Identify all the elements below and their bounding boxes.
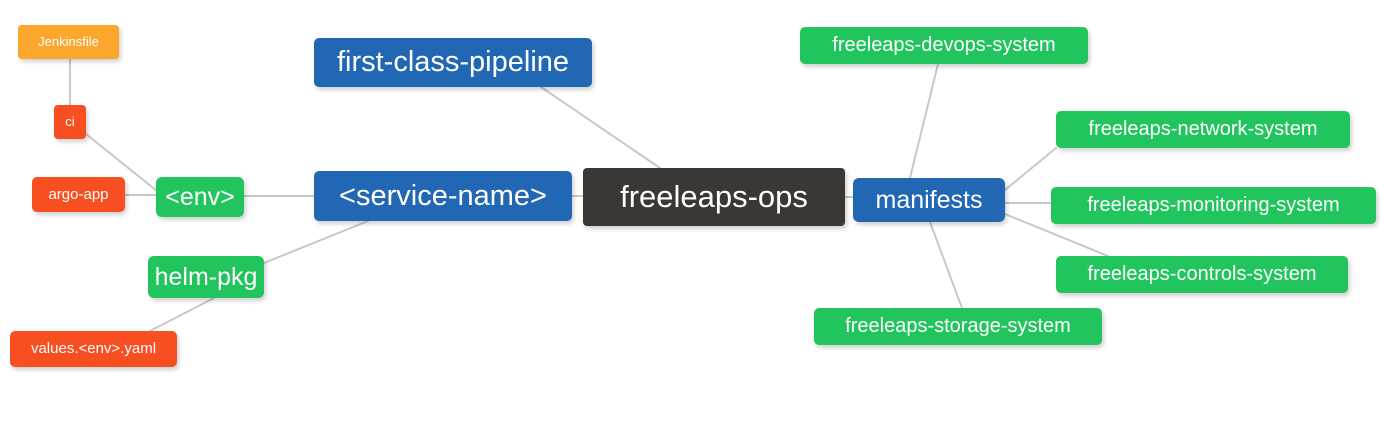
edge-first-class-pipeline-to-freeleaps-ops bbox=[540, 86, 661, 169]
node-label: freeleaps-network-system bbox=[1088, 118, 1318, 140]
edge-values-yaml-to-helm-pkg bbox=[149, 297, 215, 332]
node-freeleaps-ops[interactable]: freeleaps-ops bbox=[583, 168, 845, 226]
node-service-name[interactable]: <service-name> bbox=[314, 171, 572, 221]
edge-manifests-to-freeleaps-storage-system bbox=[929, 221, 963, 309]
node-values-yaml[interactable]: values.<env>.yaml bbox=[10, 331, 177, 367]
node-label: freeleaps-devops-system bbox=[832, 34, 1056, 56]
node-freeleaps-storage-system[interactable]: freeleaps-storage-system bbox=[814, 308, 1102, 345]
node-label: freeleaps-monitoring-system bbox=[1087, 194, 1340, 216]
node-label: first-class-pipeline bbox=[336, 46, 570, 79]
node-argo-app[interactable]: argo-app bbox=[32, 177, 125, 212]
node-first-class-pipeline[interactable]: first-class-pipeline bbox=[314, 38, 592, 87]
edge-freeleaps-devops-system-to-manifests bbox=[909, 63, 939, 179]
node-manifests[interactable]: manifests bbox=[853, 178, 1005, 222]
edge-helm-pkg-to-service-name bbox=[263, 220, 369, 264]
node-freeleaps-monitoring-system[interactable]: freeleaps-monitoring-system bbox=[1051, 187, 1376, 224]
node-freeleaps-controls-system[interactable]: freeleaps-controls-system bbox=[1056, 256, 1348, 293]
node-label: freeleaps-ops bbox=[620, 178, 808, 214]
node-jenkinsfile[interactable]: Jenkinsfile bbox=[18, 25, 119, 59]
edge-manifests-to-freeleaps-network-system bbox=[1004, 147, 1057, 191]
node-label: <service-name> bbox=[339, 179, 547, 212]
node-ci[interactable]: ci bbox=[54, 105, 86, 139]
node-helm-pkg[interactable]: helm-pkg bbox=[148, 256, 264, 298]
node-label: <env> bbox=[165, 182, 235, 211]
node-label: freeleaps-storage-system bbox=[845, 315, 1071, 337]
node-freeleaps-network-system[interactable]: freeleaps-network-system bbox=[1056, 111, 1350, 148]
node-freeleaps-devops-system[interactable]: freeleaps-devops-system bbox=[800, 27, 1088, 64]
node-label: helm-pkg bbox=[154, 262, 258, 291]
node-label: ci bbox=[65, 114, 75, 130]
node-label: argo-app bbox=[48, 185, 109, 203]
node-env[interactable]: <env> bbox=[156, 177, 244, 217]
node-label: values.<env>.yaml bbox=[30, 340, 157, 358]
node-label: freeleaps-controls-system bbox=[1087, 263, 1317, 285]
node-label: manifests bbox=[875, 185, 983, 214]
node-label: Jenkinsfile bbox=[38, 34, 99, 50]
